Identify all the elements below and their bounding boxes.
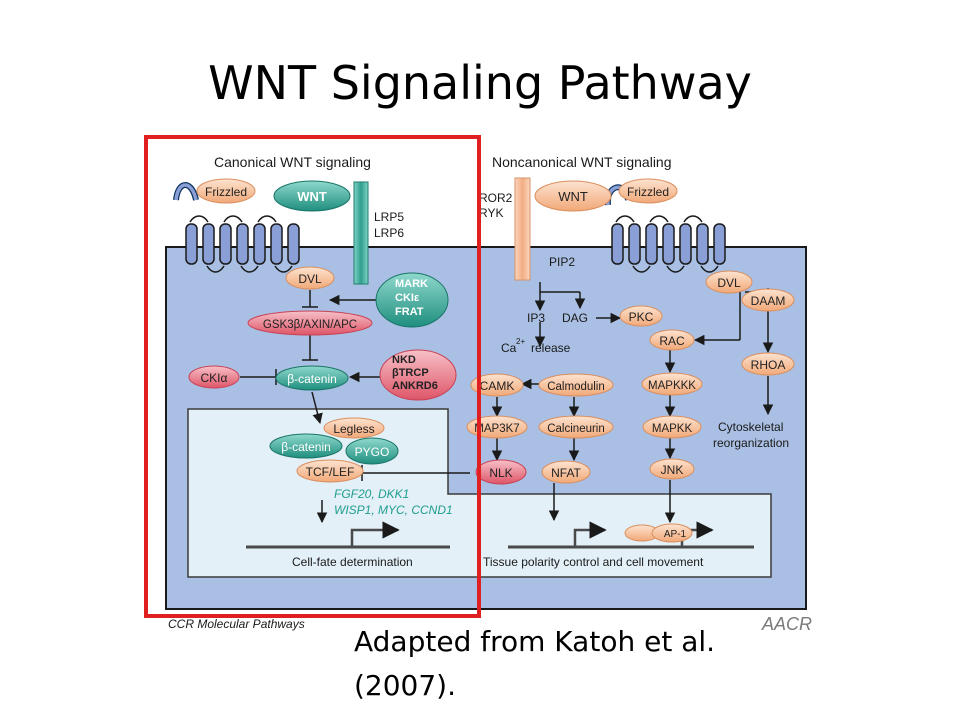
tcf-lef-node: TCF/LEF — [296, 459, 364, 483]
svg-text:RAC: RAC — [659, 334, 685, 348]
gsk-complex-node: GSK3β/AXIN/APC — [247, 310, 373, 336]
svg-text:AP-1: AP-1 — [664, 529, 687, 540]
svg-text:CKIα: CKIα — [201, 371, 228, 385]
beta-catenin-nuclear-node: β-catenin — [269, 433, 343, 459]
calmodulin-node: Calmodulin — [538, 373, 614, 397]
svg-text:MAP3K7: MAP3K7 — [474, 423, 519, 435]
svg-text:PYGO: PYGO — [355, 445, 390, 459]
pkc-node: PKC — [619, 305, 663, 327]
rhoa-node: RHOA — [741, 352, 795, 376]
ca-release-label: Ca 2+ release — [501, 337, 571, 355]
svg-text:CAMK: CAMK — [480, 379, 515, 393]
aacr-logo: AACR — [761, 614, 812, 634]
noncanonical-heading: Noncanonical WNT signaling — [492, 154, 672, 170]
jnk-node: JNK — [649, 458, 695, 480]
frizzled-left-node: Frizzled — [196, 178, 256, 204]
mapkk-node: MAPKK — [642, 415, 702, 439]
svg-text:DAAM: DAAM — [751, 294, 786, 308]
slide-title: WNT Signaling Pathway — [208, 56, 752, 110]
svg-text:PKC: PKC — [629, 310, 654, 324]
pip2-label: PIP2 — [549, 255, 575, 269]
svg-text:MAPKK: MAPKK — [652, 423, 693, 435]
lrp-coreceptor — [353, 181, 369, 285]
pathway-edges — [240, 282, 774, 549]
ryk-label: RYK — [479, 206, 503, 220]
wnt-canonical-node: WNT — [273, 180, 351, 212]
frizzled-receptor-left — [173, 182, 300, 273]
dvl-canonical-node: DVL — [285, 266, 335, 290]
canonical-targets-line1: FGF20, DKK1 — [334, 487, 409, 501]
svg-text:Frizzled: Frizzled — [205, 185, 247, 199]
svg-text:TCF/LEF: TCF/LEF — [306, 465, 355, 479]
svg-text:Legless: Legless — [333, 422, 374, 436]
svg-text:β-catenin: β-catenin — [281, 440, 331, 454]
ckia-node: CKIα — [188, 365, 240, 389]
lrp6-label: LRP6 — [374, 226, 404, 240]
nlk-node: NLK — [475, 459, 527, 485]
canonical-highlight-box — [144, 135, 481, 618]
cytoskeletal-line1: Cytoskeletal — [718, 420, 783, 434]
legless-node: Legless — [323, 417, 385, 439]
svg-text:MARK: MARK — [395, 278, 428, 290]
svg-text:βTRCP: βTRCP — [392, 367, 429, 379]
source-caption: Adapted from Katoh et al. (2007). — [354, 625, 716, 702]
map3k7-node: MAP3K7 — [466, 415, 528, 439]
svg-text:RHOA: RHOA — [751, 358, 786, 372]
mark-group-node: MARK CKIε FRAT — [375, 272, 449, 328]
ror2-ryk-receptor — [514, 177, 531, 281]
svg-text:WNT: WNT — [297, 189, 327, 204]
svg-text:JNK: JNK — [661, 463, 684, 477]
ror2-label: ROR2 — [479, 191, 513, 205]
svg-text:β-catenin: β-catenin — [287, 372, 337, 386]
svg-text:NLK: NLK — [489, 466, 512, 480]
svg-text:GSK3β/AXIN/APC: GSK3β/AXIN/APC — [263, 319, 357, 331]
mapkkk-node: MAPKKK — [641, 372, 703, 396]
svg-text:CKIε: CKIε — [395, 292, 420, 304]
camk-node: CAMK — [470, 373, 524, 397]
daam-node: DAAM — [741, 288, 795, 312]
ip3-label: IP3 — [527, 311, 545, 325]
svg-text:DVL: DVL — [298, 272, 322, 286]
dvl-noncanonical-node: DVL — [705, 270, 753, 294]
figure-footer: CCR Molecular Pathways — [168, 617, 305, 631]
cell-fate-label: Cell-fate determination — [292, 555, 413, 569]
canonical-heading: Canonical WNT signaling — [214, 154, 371, 170]
svg-text:2+: 2+ — [516, 337, 525, 346]
nfat-node: NFAT — [541, 460, 591, 484]
svg-text:NFAT: NFAT — [551, 466, 581, 480]
svg-text:MAPKKK: MAPKKK — [648, 380, 696, 392]
svg-text:DVL: DVL — [717, 276, 741, 290]
nkd-group-node: NKD βTRCP ANKRD6 — [379, 349, 457, 401]
svg-text:FRAT: FRAT — [395, 306, 424, 318]
dag-label: DAG — [562, 311, 588, 325]
svg-text:release: release — [531, 341, 571, 355]
svg-text:WNT: WNT — [558, 189, 588, 204]
ap1-node: AP-1 — [624, 523, 693, 543]
svg-text:Calmodulin: Calmodulin — [547, 381, 605, 393]
rac-node: RAC — [649, 329, 695, 351]
wnt-noncanonical-node: WNT — [534, 180, 612, 212]
calcineurin-node: Calcineurin — [538, 415, 614, 439]
svg-text:Calcineurin: Calcineurin — [547, 423, 605, 435]
svg-text:Frizzled: Frizzled — [627, 185, 669, 199]
beta-catenin-node: β-catenin — [275, 365, 349, 391]
cytoskeletal-line2: reorganization — [713, 436, 789, 450]
pygo-node: PYGO — [345, 437, 399, 465]
svg-text:NKD: NKD — [392, 354, 416, 366]
svg-text:Ca: Ca — [501, 341, 517, 355]
frizzled-right-node: Frizzled — [618, 178, 678, 204]
tissue-polarity-label: Tissue polarity control and cell movemen… — [483, 555, 704, 569]
svg-text:ANKRD6: ANKRD6 — [392, 380, 438, 392]
canonical-targets-line2: WISP1, MYC, CCND1 — [334, 503, 453, 517]
lrp5-label: LRP5 — [374, 210, 404, 224]
